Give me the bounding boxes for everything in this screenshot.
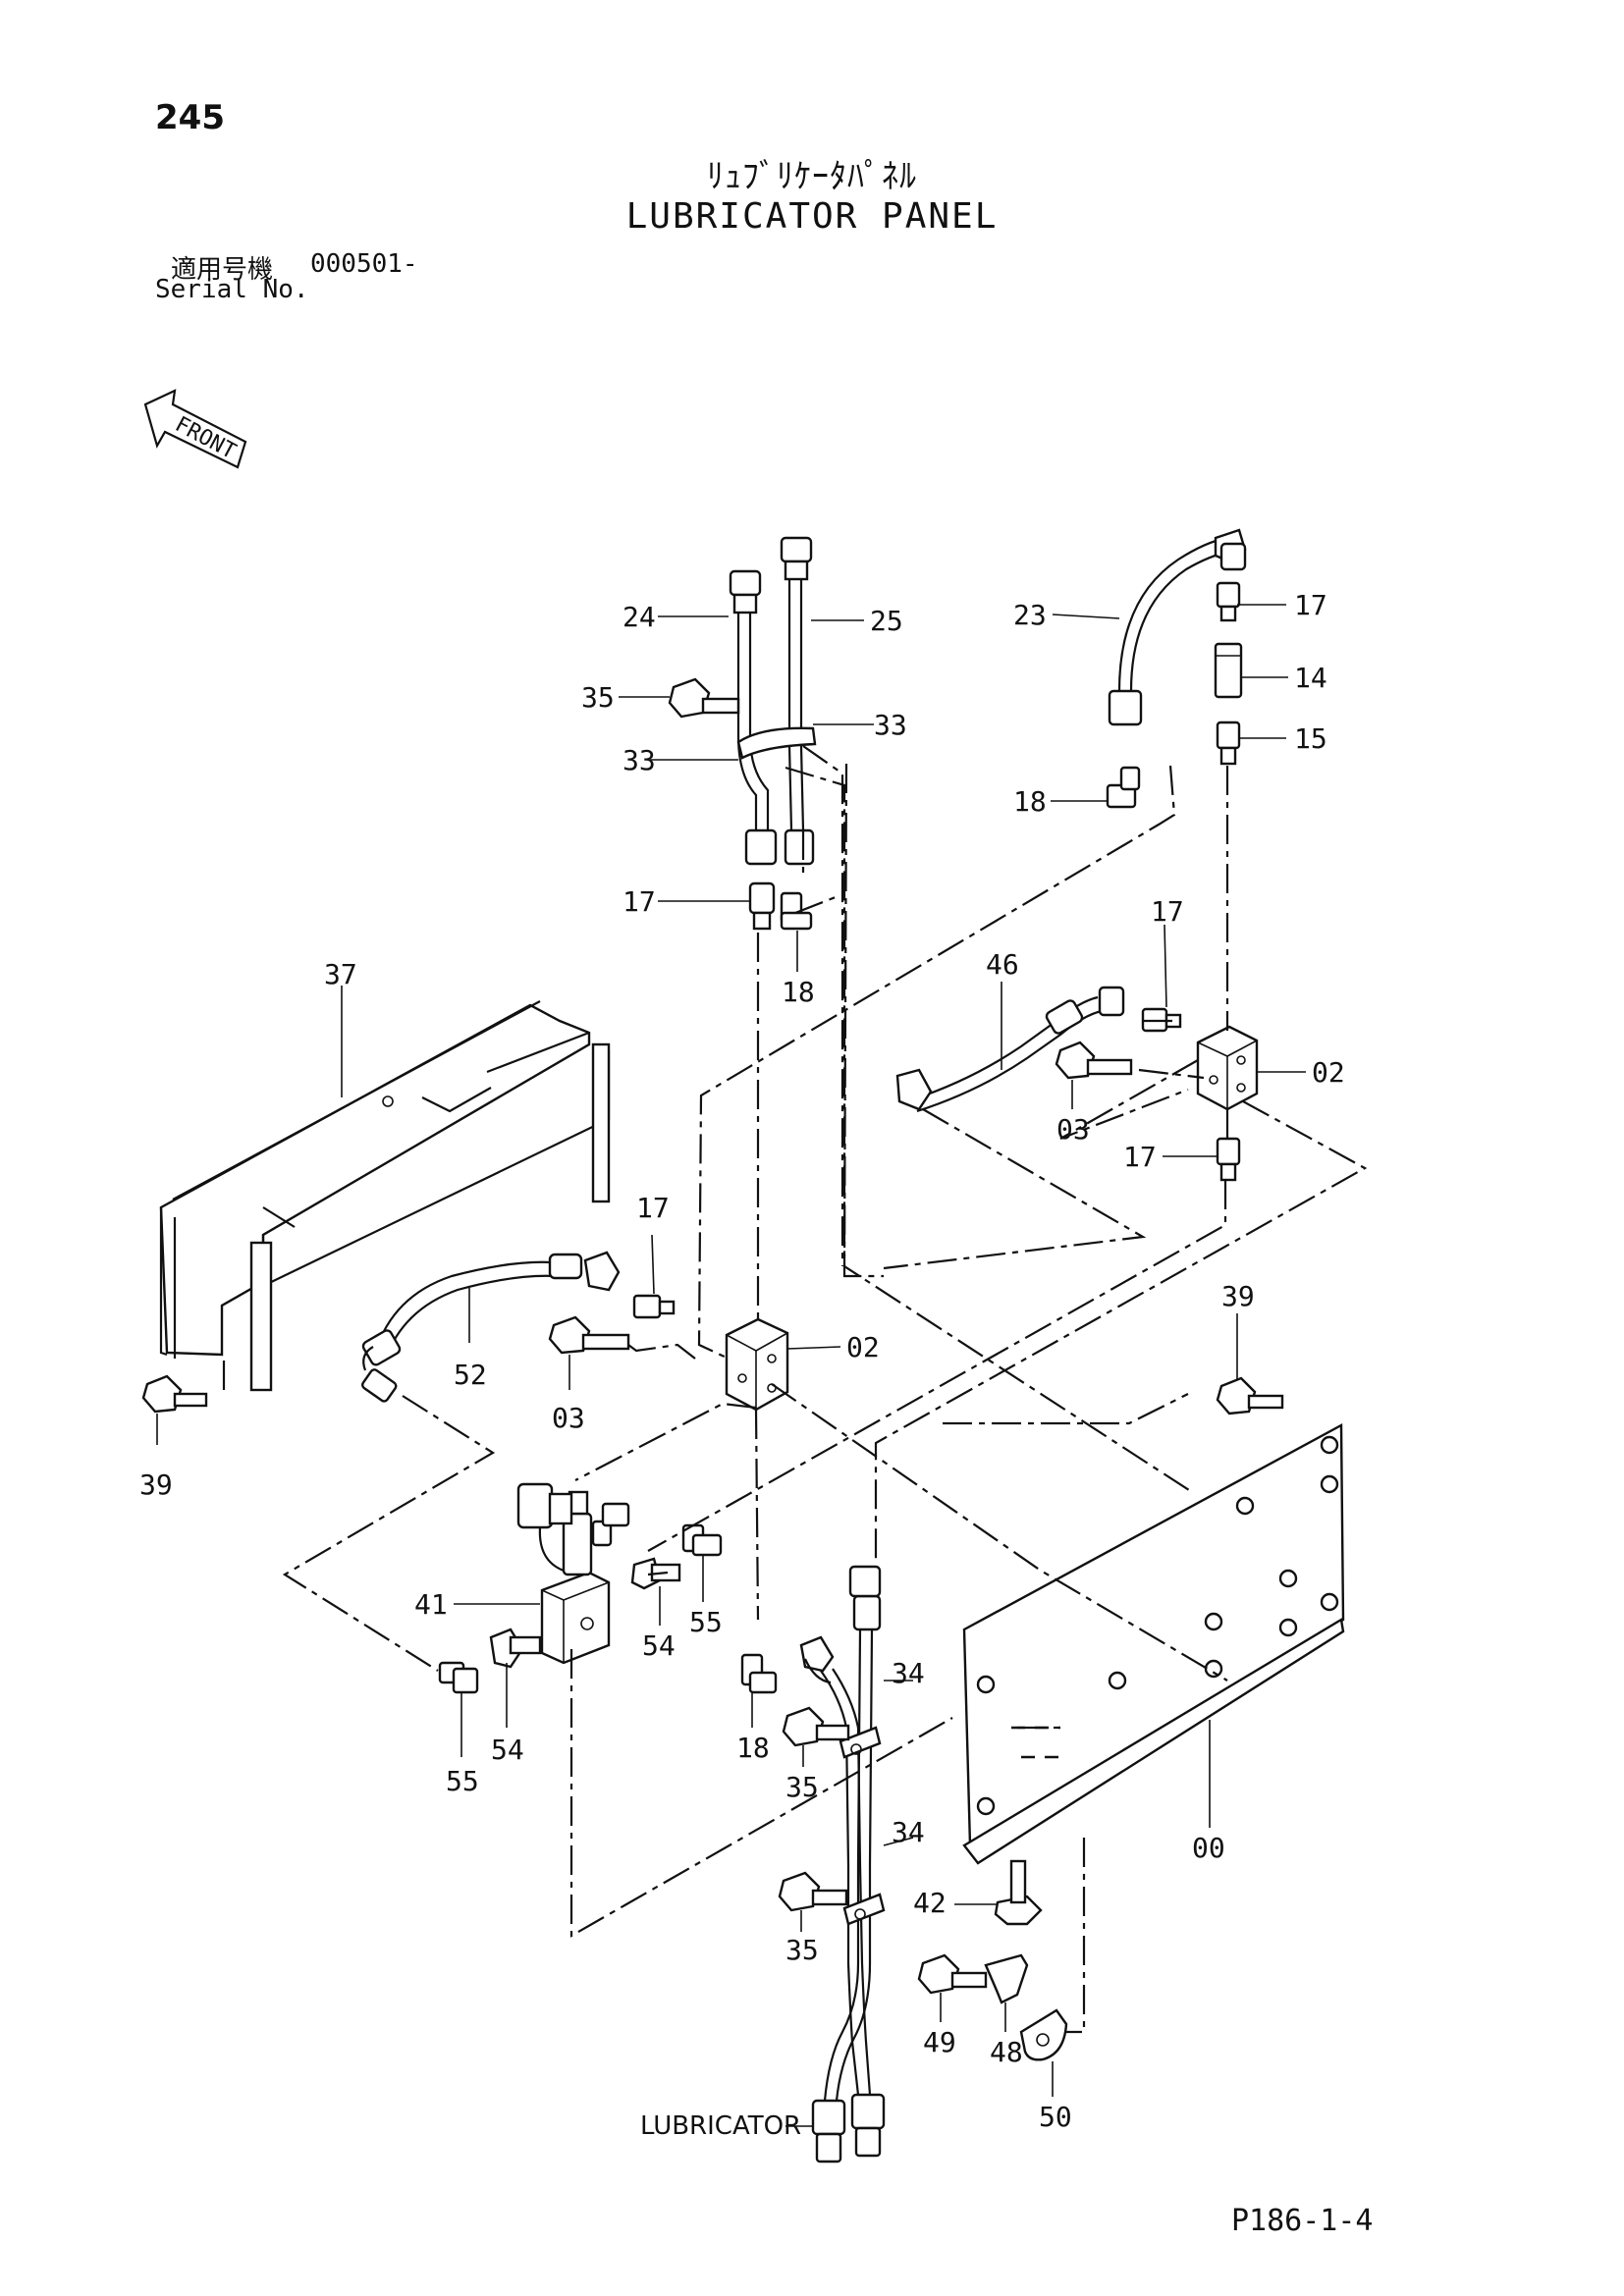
bolt-35-upper — [668, 677, 740, 719]
callout-46: 46 — [986, 948, 1019, 981]
fitting-17-top-right — [1216, 581, 1241, 622]
callout-17: 17 — [636, 1192, 670, 1224]
callout-17: 17 — [1123, 1141, 1157, 1173]
callout-54: 54 — [491, 1734, 524, 1766]
front-direction-arrow: FRONT — [143, 389, 247, 469]
elbow-18-top-right — [1106, 766, 1141, 809]
hose-52 — [361, 1251, 621, 1403]
callout-35: 35 — [785, 1771, 819, 1803]
callout-39: 39 — [139, 1468, 173, 1501]
bolt-49 — [917, 1953, 988, 1995]
callout-55: 55 — [446, 1765, 479, 1797]
callout-15: 15 — [1294, 722, 1327, 755]
callout-35: 35 — [785, 1934, 819, 1966]
part-02-block-lower — [725, 1317, 789, 1412]
leader-lines — [156, 604, 1306, 2127]
hose-24-25-assembly — [729, 536, 817, 866]
page-number: 245 — [155, 98, 225, 137]
callout-34: 34 — [892, 1657, 925, 1689]
title-japanese: ﾘｭﾌﾞﾘｹｰﾀﾊﾟﾈﾙ — [707, 157, 917, 196]
callout-55: 55 — [689, 1606, 723, 1638]
bolt-42 — [994, 1859, 1043, 1926]
part-37-cover — [159, 1000, 611, 1392]
bolt-03-lower — [548, 1315, 630, 1355]
callout-18: 18 — [736, 1732, 770, 1764]
callout-18: 18 — [1013, 785, 1047, 818]
fitting-17-upper-left — [748, 881, 776, 931]
callout-35: 35 — [581, 681, 615, 714]
callout-48: 48 — [990, 2036, 1023, 2068]
part-41-switch-assembly — [516, 1482, 630, 1665]
fitting-17-mid-left — [632, 1294, 676, 1319]
callout-25: 25 — [870, 605, 903, 637]
page-title: LUBRICATOR PANEL — [625, 196, 999, 237]
callout-17: 17 — [623, 885, 656, 918]
bolt-39-right — [1216, 1376, 1284, 1415]
callout-50: 50 — [1039, 2101, 1072, 2133]
fitting-18-upper-left — [780, 891, 813, 931]
callout-39: 39 — [1221, 1280, 1255, 1312]
bolt-39-left — [141, 1374, 208, 1414]
callout-23: 23 — [1013, 599, 1047, 631]
routing-phantom-lines — [222, 745, 1368, 2034]
lubricator-hose-assembly — [799, 1565, 886, 2163]
page-code: P186-1-4 — [1231, 2204, 1374, 2238]
clamp-50 — [1019, 2008, 1068, 2061]
coupling-14 — [1214, 642, 1243, 699]
callout-24: 24 — [623, 601, 656, 633]
elbow-18-lower — [740, 1653, 778, 1694]
callout-14: 14 — [1294, 662, 1327, 694]
bolt-35-middle — [782, 1706, 850, 1747]
callout-03: 03 — [552, 1402, 585, 1434]
callout-54: 54 — [642, 1629, 676, 1662]
callout-33: 33 — [874, 709, 907, 741]
callout-02: 02 — [1312, 1056, 1345, 1089]
callout-34: 34 — [892, 1816, 925, 1848]
fitting-54-left — [489, 1628, 542, 1669]
callout-52: 52 — [454, 1359, 487, 1391]
callout-17: 17 — [1151, 895, 1184, 928]
part-02-block-upper — [1196, 1025, 1259, 1111]
elbow-55-right — [681, 1523, 723, 1557]
serial-label-japanese: 適用号機 — [171, 255, 274, 285]
serial-number-value: 000501- — [310, 249, 418, 279]
callout-labels: 24 25 23 17 14 15 35 33 33 18 17 18 46 1… — [139, 589, 1345, 2133]
fitting-15 — [1216, 721, 1241, 766]
callout-18: 18 — [782, 976, 815, 1008]
part-00-panel — [962, 1422, 1345, 1865]
lubricator-label: LUBRICATOR — [640, 2111, 801, 2141]
callout-02: 02 — [846, 1331, 880, 1363]
serial-label: Serial No. — [155, 275, 309, 304]
bolt-35-lower — [778, 1871, 848, 1912]
fitting-17-below-block — [1216, 1137, 1241, 1182]
clip-48 — [984, 1953, 1029, 2004]
hose-46 — [895, 986, 1125, 1113]
callout-42: 42 — [913, 1887, 947, 1919]
callout-41: 41 — [414, 1588, 448, 1621]
callout-33: 33 — [623, 744, 656, 776]
callout-00: 00 — [1192, 1832, 1225, 1864]
callout-49: 49 — [923, 2026, 956, 2058]
callout-03: 03 — [1056, 1113, 1090, 1146]
callout-17: 17 — [1294, 589, 1327, 621]
bolt-03-upper — [1055, 1041, 1133, 1080]
hose-23 — [1108, 528, 1247, 726]
elbow-55-left — [438, 1661, 479, 1694]
callout-37: 37 — [324, 958, 357, 990]
